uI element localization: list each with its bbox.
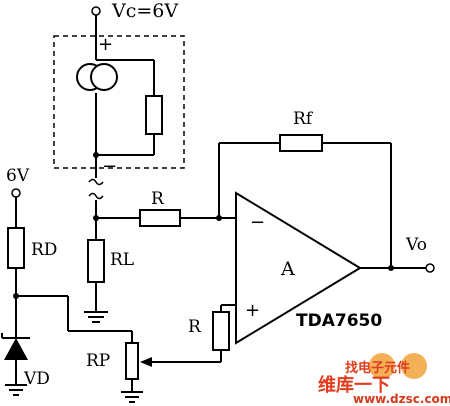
watermark-brand-top: 找电子元件: [345, 360, 410, 376]
output-label: Vo: [405, 235, 427, 255]
amp-label: A: [280, 258, 295, 280]
resistor-rf: [279, 134, 323, 152]
output-terminal: [425, 263, 435, 273]
resistor-rl: [87, 239, 105, 283]
zener-diode-vd: [1, 333, 30, 360]
potentiometer-rp: [125, 342, 139, 380]
ground-symbol-vd: [5, 384, 27, 396]
current-source: [76, 63, 118, 91]
ground-symbol-rp: [121, 391, 143, 403]
sensor-enclosure: [53, 35, 185, 169]
resistor-rd: [7, 227, 25, 269]
vc-label: Vc=6V: [111, 0, 178, 22]
source-plus-sign: +: [98, 34, 113, 55]
noninverting-input-sign: +: [245, 300, 260, 321]
rd-label: RD: [31, 240, 57, 260]
rl-label: RL: [110, 250, 134, 270]
break-mark-lower: [88, 192, 104, 200]
watermark-brand: 维库一下: [318, 374, 390, 396]
break-mark-upper: [88, 178, 104, 186]
internal-resistor: [145, 95, 163, 135]
source-minus-sign: −: [102, 156, 117, 177]
junction-dot: [388, 265, 394, 271]
resistor-r-plus: [212, 311, 230, 351]
rp-label: RP: [86, 351, 110, 371]
rf-label: Rf: [293, 109, 314, 129]
left-supply-label: 6V: [6, 166, 30, 186]
op-amp-a: [235, 191, 362, 345]
junction-dot: [13, 293, 19, 299]
resistor-r-input: [139, 209, 181, 227]
r-plus-label: R: [188, 317, 202, 337]
r-input-label: R: [151, 189, 165, 209]
inverting-input-sign: −: [250, 212, 265, 233]
vc-terminal: [91, 6, 101, 16]
watermark-logo: 找电子元件: [345, 353, 427, 379]
chip-label: TDA7650: [296, 311, 382, 331]
left-supply-terminal: [11, 188, 21, 198]
vd-label: VD: [23, 369, 50, 389]
watermark-url: www.dzsc.com: [353, 392, 450, 406]
wiper-arrow: [140, 357, 152, 367]
ground-symbol-rl: [84, 311, 108, 323]
